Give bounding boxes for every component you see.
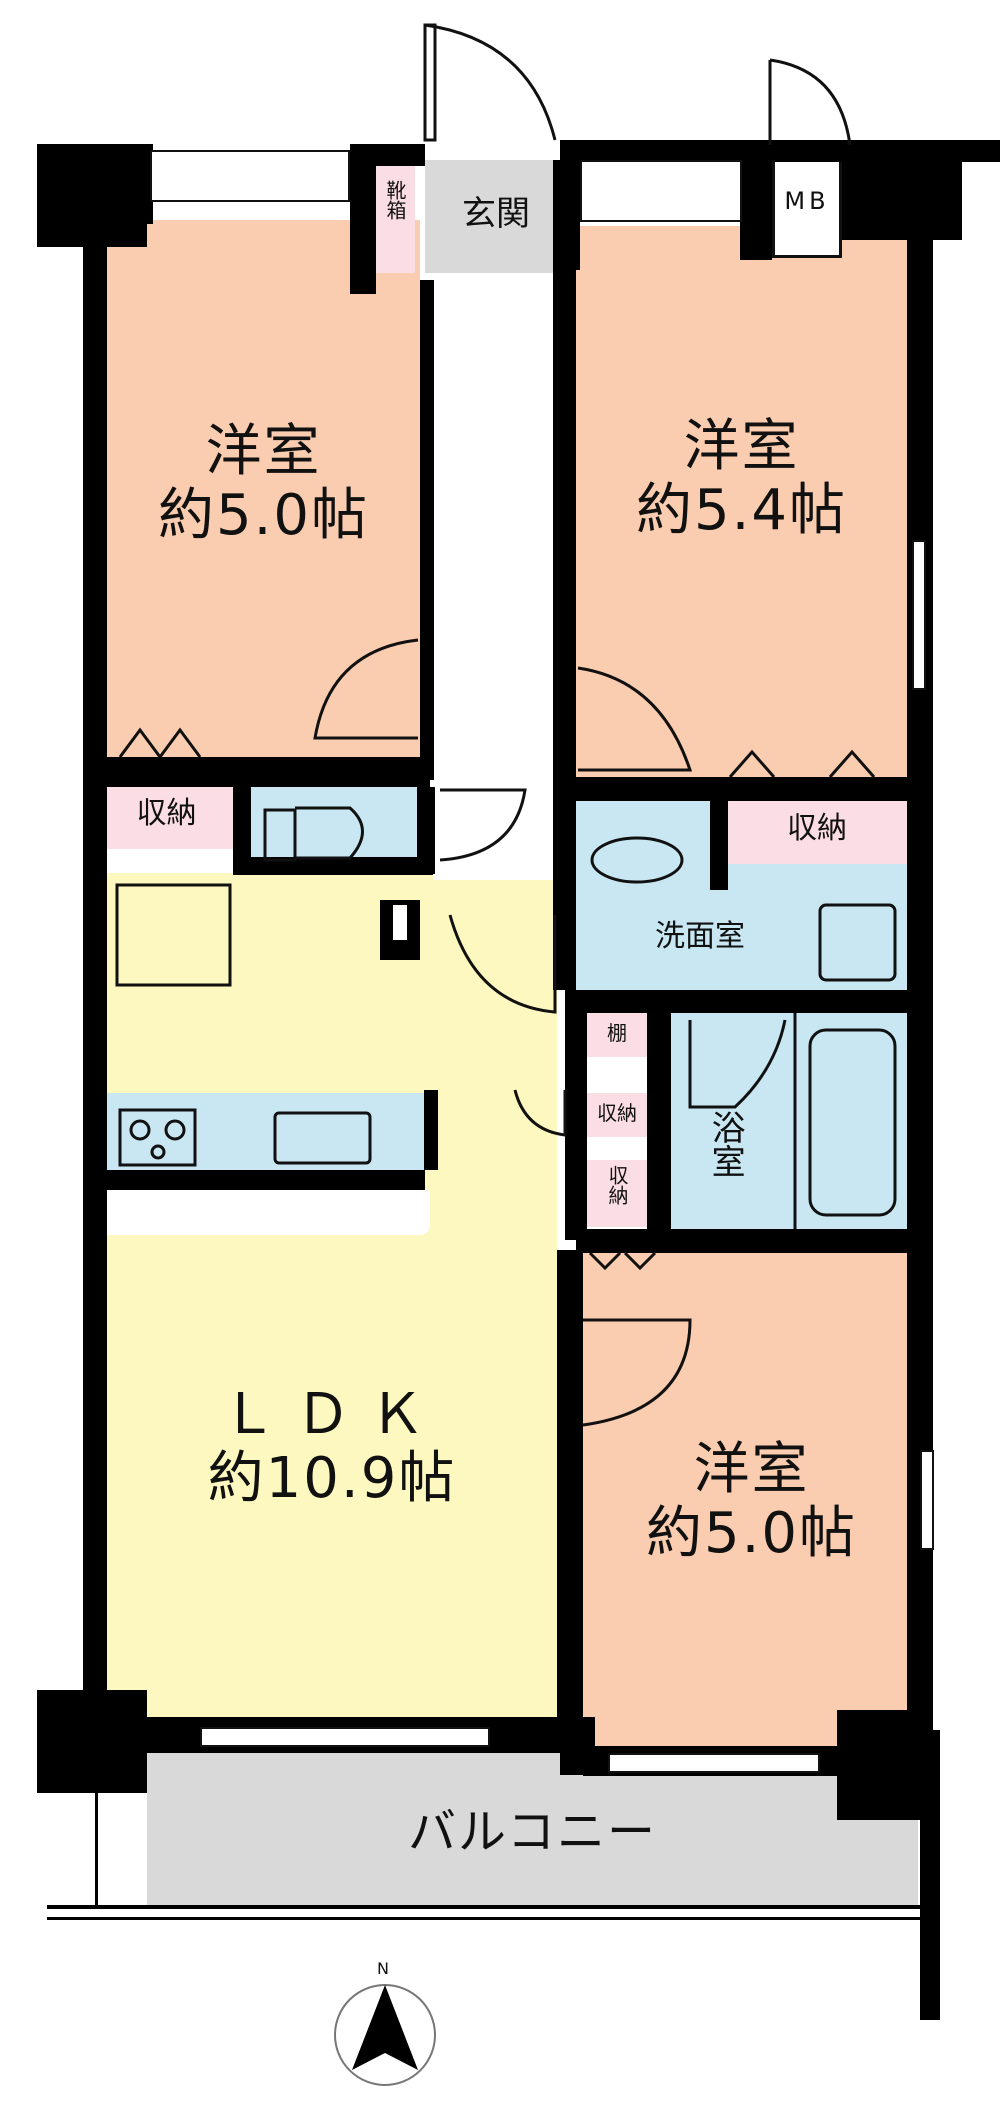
stove-icon (118, 1108, 197, 1167)
wall (100, 757, 430, 787)
closet-door-icon (588, 1251, 657, 1271)
door-icon (513, 1089, 567, 1137)
shelf (587, 1013, 647, 1057)
room-size: 約10.9帖 (207, 1446, 457, 1512)
storage-small-1-label: 収納 (597, 1101, 637, 1125)
bathroom-label: 浴室 (705, 1110, 746, 1178)
shoe-box (375, 160, 415, 273)
wall (710, 800, 728, 890)
room-size: 約5.0帖 (645, 1501, 858, 1567)
storage-small-1 (587, 1093, 647, 1137)
room-name: 洋室 (205, 419, 322, 484)
kitchen-bar-counter (107, 1190, 430, 1235)
entrance-door-icon (423, 23, 557, 141)
washbasin-icon (590, 836, 684, 884)
entrance-area (425, 160, 560, 273)
ldk-room (107, 873, 557, 1717)
balcony-rail (95, 1793, 98, 1908)
door-icon (313, 638, 419, 740)
wall (420, 280, 434, 780)
storage-right (727, 800, 907, 864)
storage-left-label: 収納 (136, 796, 197, 831)
entrance-label: 玄関 (462, 194, 530, 234)
meter-box-label: MB (784, 187, 830, 215)
storage-small-2-label: 収納 (605, 1165, 629, 1205)
wall (424, 1090, 438, 1170)
window (920, 1450, 934, 1550)
wall (647, 1013, 671, 1240)
door-icon (577, 666, 693, 772)
balcony-rail (47, 1905, 927, 1909)
window (200, 1727, 490, 1747)
balcony-rail (47, 1917, 927, 1920)
balcony-label: バルコニー (407, 1804, 658, 1860)
wall (557, 1250, 583, 1730)
corridor (433, 280, 553, 880)
room-name: ＬＤＫ (221, 1382, 443, 1447)
window (608, 1753, 820, 1773)
north-arrow-icon (352, 1985, 418, 2070)
western-room-top-left (107, 220, 420, 757)
wall (350, 144, 376, 294)
washing-machine-icon (818, 903, 897, 982)
kitchen-sink-icon (273, 1111, 372, 1165)
closet-door-icon (728, 749, 876, 778)
window (912, 540, 926, 690)
western-room-bottom-right (583, 1253, 920, 1746)
room-name: 洋室 (683, 414, 800, 479)
shelf-label: 棚 (607, 1021, 627, 1045)
wall (233, 787, 251, 874)
wall (83, 220, 107, 1720)
refrigerator-icon (115, 883, 232, 987)
wall (576, 1229, 916, 1253)
door-icon (448, 914, 557, 1014)
wall (740, 140, 772, 260)
room-size: 約5.0帖 (157, 483, 370, 549)
wall (417, 787, 435, 874)
wall-column (837, 1710, 927, 1820)
room-label-bottom-right: 洋室 約5.0帖 (583, 1437, 920, 1567)
window (580, 160, 742, 222)
storage-small-2 (587, 1160, 647, 1227)
washroom-label: 洗面室 (655, 919, 745, 954)
shoe-box-label: 靴箱 (383, 180, 407, 220)
room-label-top-left: 洋室 約5.0帖 (107, 419, 420, 549)
wall (576, 990, 916, 1013)
wall-column (37, 1690, 147, 1793)
toilet-bowl-icon (295, 806, 364, 860)
wall (570, 777, 915, 801)
wall (842, 140, 962, 240)
mb-door-icon (768, 58, 852, 146)
bathtub-icon (808, 1028, 897, 1217)
toilet-tank-icon (263, 808, 297, 862)
bathroom (671, 1013, 907, 1229)
compass-north-label: N (377, 1959, 389, 1978)
door-icon (688, 1019, 787, 1109)
room-label-top-right: 洋室 約5.4帖 (576, 414, 907, 544)
meter-box (772, 148, 842, 258)
closet-door-icon (118, 727, 202, 758)
wall (565, 990, 587, 1240)
western-room-top-right (576, 226, 907, 777)
room-label-ldk: ＬＤＫ 約10.9帖 (107, 1382, 557, 1512)
room-name: 洋室 (693, 1437, 810, 1502)
storage-right-label: 収納 (787, 811, 847, 846)
window (150, 150, 350, 202)
room-size: 約5.4帖 (635, 478, 848, 544)
door-icon (439, 788, 527, 862)
pipe-shaft (393, 905, 407, 940)
balcony (147, 1753, 918, 1906)
wall (107, 1170, 425, 1190)
door-icon (582, 1318, 692, 1427)
storage-left (100, 787, 233, 849)
